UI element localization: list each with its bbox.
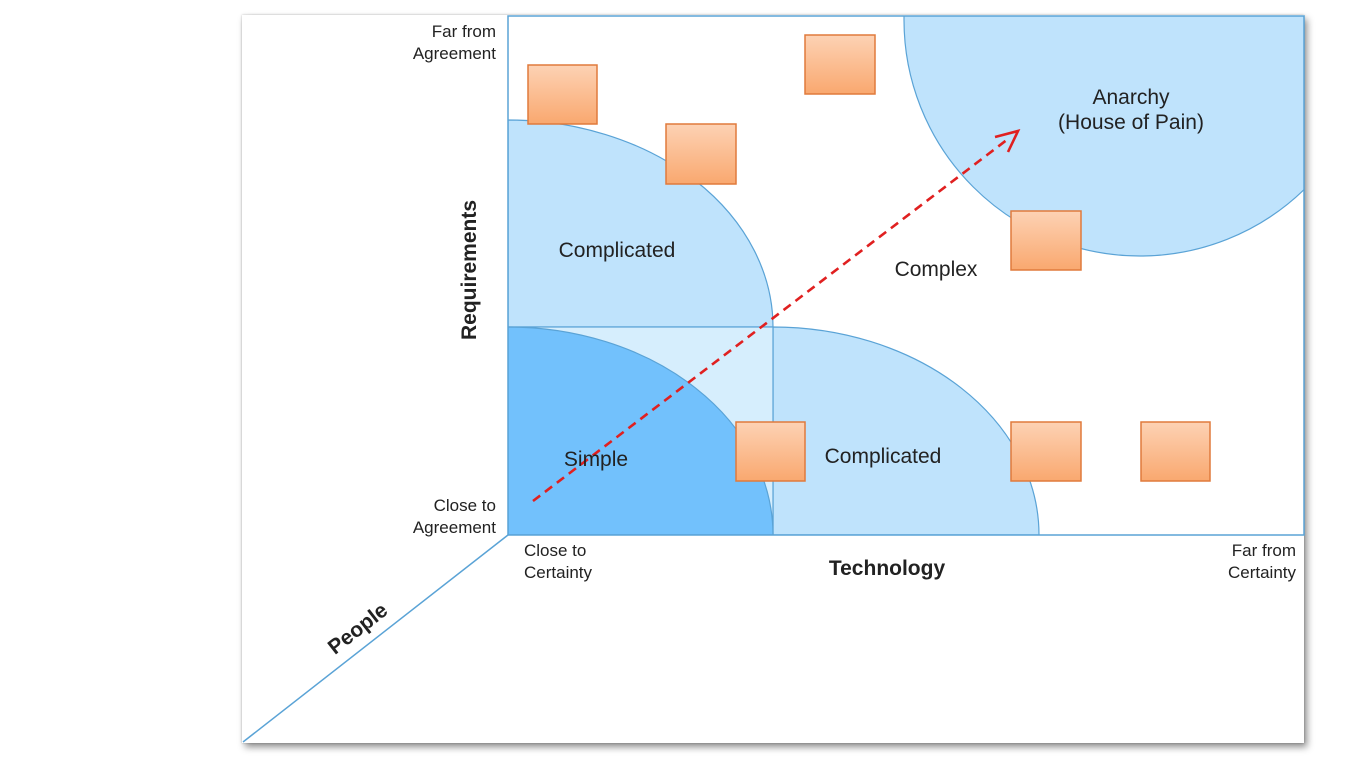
- region-label-complex: Complex: [895, 258, 978, 281]
- x-right-label-line2: Certainty: [1228, 563, 1297, 582]
- y-top-label-line1: Far from: [432, 22, 496, 41]
- x-right-label-line1: Far from: [1232, 541, 1296, 560]
- region-label-simple: Simple: [564, 448, 628, 471]
- y-bottom-label-line1: Close to: [434, 496, 496, 515]
- y-axis-title: Requirements: [458, 200, 481, 340]
- item-square: [735, 421, 806, 482]
- item-square: [1010, 210, 1082, 271]
- people-axis-line: [242, 534, 509, 743]
- y-top-label-line2: Agreement: [413, 44, 496, 63]
- regions-layer: [508, 16, 1304, 535]
- plot-border: [507, 15, 1305, 536]
- x-axis-title: Technology: [829, 557, 946, 580]
- region-label-complicated-right: Complicated: [825, 445, 942, 468]
- simple-region: [508, 326, 774, 535]
- item-square: [665, 123, 737, 185]
- region-label-anarchy-line2: (House of Pain): [1058, 111, 1204, 134]
- region-label-complicated-top: Complicated: [559, 239, 676, 262]
- item-square: [804, 34, 876, 95]
- item-square: [1140, 421, 1211, 482]
- anarchy-region: [903, 16, 1304, 257]
- x-left-label-line1: Close to: [524, 541, 586, 560]
- x-left-label-line2: Certainty: [524, 563, 593, 582]
- complicated-right-region: [772, 326, 1040, 535]
- y-bottom-label-line2: Agreement: [413, 518, 496, 537]
- z-axis-title: People: [324, 599, 392, 660]
- region-label-anarchy-line1: Anarchy: [1092, 86, 1170, 109]
- item-square: [527, 64, 598, 125]
- item-square: [1010, 421, 1082, 482]
- items-layer: [527, 34, 1211, 482]
- trend-arrow: [532, 129, 1021, 503]
